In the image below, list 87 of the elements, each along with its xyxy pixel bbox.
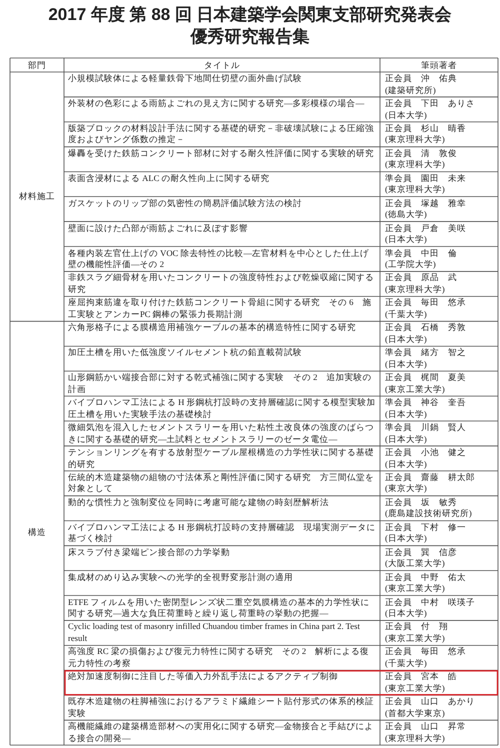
author-name: 準会員 中田 倫 [385,248,457,260]
author-name: 正会員 下田 ありさ [385,98,475,110]
title-text: ETFE フィルムを用いた密閉型レンズ状二重空気膜構造の基本的力学性状に関する研究―過大な負圧荷重時と繰り返し荷重時の挙動の把握― [68,596,371,620]
affiliation-text: (千葉大学) [385,308,427,321]
title-text: 壁面に設けた凸部が雨筋よごれに及ぼす影響 [68,222,249,234]
affiliation-text: (東京理科大学) [385,184,445,196]
title-text: 小規模試験体による軽量鉄骨下地間仕切壁の面外曲げ試験 [68,73,303,85]
column-header: 部門 [27,60,47,72]
title-text: 非鉄スラグ細骨材を用いたコンクリートの強度特性および乾燥収縮に関する研究 [68,272,375,296]
author-name: 正会員 坂 敏秀 [385,496,457,508]
title-text: テンションリングを有する放射型ケーブル屋根構造の力学性状に関する基礎的研究 [68,446,375,470]
affiliation-text: (東京工業大学) [385,633,445,645]
author-name: 正会員 付 翔 [385,621,448,634]
column-header: 筆頭著者 [420,60,458,72]
affiliation-text: (日本大学) [385,234,427,246]
author-name: 正会員 下村 修一 [385,522,466,534]
title-text: 伝統的木造建築物の組物の寸法体系と剛性評価に関する研究 方三間仏堂を対象として [68,472,375,496]
title-text: 爆轟を受けた鉄筋コンクリート部材に対する耐久性評価に関する実験的研究 [68,148,375,160]
affiliation-text: (大阪工業大学) [385,558,445,570]
affiliation-text: (日本大学) [385,434,427,446]
department-label: 構造 [27,527,47,539]
affiliation-text: (工学院大学) [385,259,436,271]
author-name: 準会員 園田 未来 [385,172,466,184]
affiliation-text: (東京工業大学) [385,682,445,694]
author-name: 正会員 山口 昇常 [385,721,466,733]
author-name: 正会員 戸倉 美咲 [385,222,466,234]
affiliation-text: (千葉大学) [385,658,427,670]
author-name: 正会員 巽 信彦 [385,546,457,558]
affiliation-text: (東京大学) [385,483,427,496]
affiliation-text: (東京理科大学) [385,134,445,146]
title-text: バイブロハンマ工法による H 形鋼杭打設時の支持層確認 現場実測データに基づく検討 [68,522,376,545]
author-name: 正会員 清 敦俊 [385,148,457,160]
author-name: 正会員 宮本 皓 [385,671,457,683]
title-text: 加圧土槽を用いた低強度ソイルセメント杭の鉛直載荷試験 [68,347,303,359]
author-name: 正会員 梶間 夏美 [385,372,466,384]
author-name: 正会員 毎田 悠承 [385,297,466,309]
title-text: 座屈拘束筋違を取り付けた鉄筋コンクリート骨組に関する研究 その 6 施工実験とアンカーPC 鋼棒の緊張力長期計測 [68,297,372,321]
affiliation-text: (日本大学) [385,334,427,346]
author-name: 正会員 石橋 秀敦 [385,322,466,334]
title-text: 微細気泡を混入したセメントスラリーを用いた粘性土改良体の強度のばらつきに関する基礎的研究―土試料とセメントスラリーのゼータ電位― [68,422,375,446]
title-text: 床スラブ付き梁端ピン接合部の力学挙動 [68,546,231,558]
title-text: 各種内装左官仕上げの VOC 除去特性の比較―左官材料を中心とした仕上げ壁の機能性評価―その 2 [68,248,370,271]
affiliation-text: (日本大学) [385,458,427,470]
author-name: 正会員 塚越 雅幸 [385,198,466,210]
affiliation-text: (建築研究所) [385,84,436,96]
affiliation-text: (鹿島建設技術研究所) [385,508,472,520]
author-name: 準会員 神谷 奎吾 [385,397,466,409]
department-label: 材料施工 [18,190,56,202]
affiliation-text: (日本大学) [385,533,427,545]
title-text: 山形鋼筋かい端接合部に対する乾式補強に関する実験 その 2 追加実験の計画 [68,372,372,396]
title-text: バイブロハンマ工法による H 形鋼杭打設時の支持層確認に関する模型実験加圧土槽を用いた実験手法の基礎検討 [68,397,376,420]
author-name: 正会員 中村 咲瑛子 [385,596,475,608]
author-name: 準会員 川鍋 賢人 [385,422,466,434]
affiliation-text: (日本大学) [385,358,427,370]
affiliation-text: (東京理科大学) [385,732,445,744]
title-text: 六角形格子による膜構造用補強ケーブルの基本的構造特性に関する研究 [68,322,357,334]
author-name: 正会員 中野 佑太 [385,572,466,584]
affiliation-text: (東京理科大学) [385,159,445,171]
author-name: 正会員 原品 武 [385,272,457,284]
affiliation-text: (日本大学) [385,110,427,122]
affiliation-text: (東京工業大学) [385,583,445,595]
title-text: 絶対加速度制御に注目した等価入力外乱手法によるアクティブ制御 [68,671,339,683]
author-name: 正会員 杉山 晴香 [385,122,466,134]
affiliation-text: (首都大学東京) [385,708,445,720]
title-text: 外装材の色彩による雨筋よごれの見え方に関する研究―多彩模様の場合― [68,98,366,110]
title-text: Cyclic loading test of masonry infilled Chuandou timber frames in China part 2. Test result [68,621,361,645]
column-header: タイトル [203,60,241,72]
title-text: 高機能繊維の建築構造部材への実用化に関する研究―金物接合と手結びによる接合の開発― [68,721,375,744]
affiliation-text: (東京工業大学) [385,384,445,396]
affiliation-text: (東京理科大学) [385,284,445,296]
title-text: 集成材のめり込み実験への光学的全視野変形計測の適用 [68,572,294,584]
title-text: ガスケットのリップ部の気密性の簡易評価試験方法の検討 [68,198,303,210]
author-name: 正会員 小池 健之 [385,446,466,459]
author-name: 正会員 沖 佑典 [385,73,457,85]
title-text: 動的な慣性力と強制変位を同時に考慮可能な建物の時刻歴解析法 [68,496,330,508]
title-text: 既存木造建物の柱脚補強におけるアラミド繊維シート貼付形式の体系的検証実験 [68,696,375,720]
author-name: 正会員 山口 あかり [385,696,475,708]
title-text: 版築ブロックの材料設計手法に関する基礎的研究－非破壊試験による圧縮強度およびヤング係数の推定－ [68,122,375,146]
author-name: 正会員 齋藤 耕太郎 [385,472,475,484]
affiliation-text: (日本大学) [385,408,427,420]
affiliation-text: (徳島大学) [385,209,427,221]
affiliation-text: (日本大学) [385,608,427,620]
author-name: 準会員 緒方 智之 [385,347,466,359]
title-text: 表面含浸材による ALC の耐久性向上に関する研究 [68,172,270,184]
title-text: 高強度 RC 梁の損傷および復元力特性に関する研究 その 2 解析による復元力特性の考察 [68,646,370,670]
author-name: 正会員 毎田 悠承 [385,646,466,658]
page-title: 2017 年度 第 88 回 日本建築学会関東支部研究発表会優秀研究報告集 [47,4,453,48]
